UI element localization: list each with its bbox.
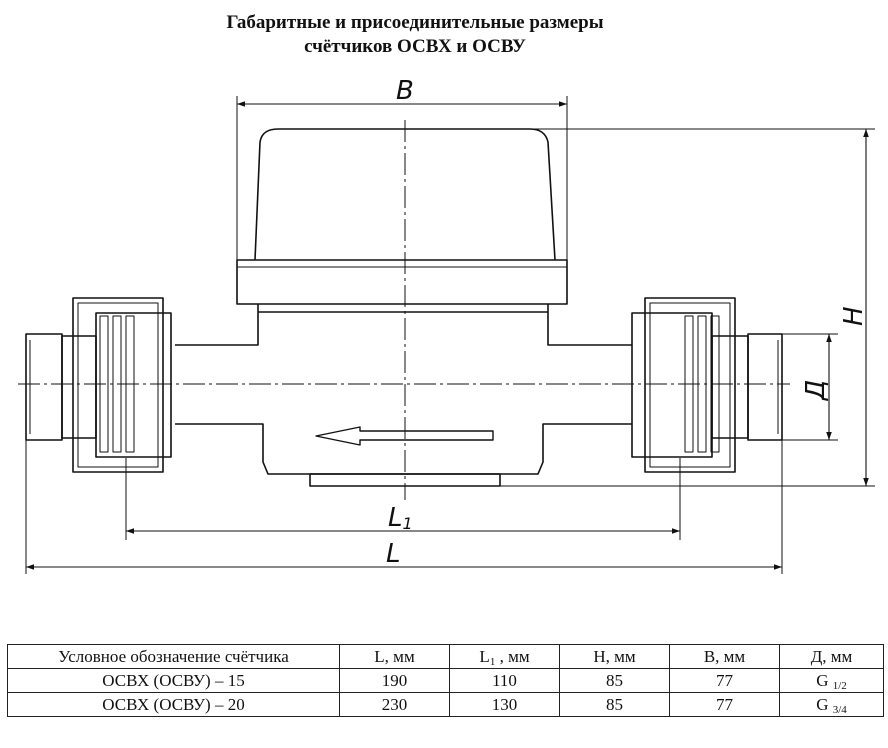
table-header-row: Условное обозначение счётчика L, мм L1 ,… <box>7 644 884 669</box>
label-l1-main: L <box>388 503 403 533</box>
header-cell: Условное обозначение счётчика <box>7 644 340 669</box>
thread-size: 3/4 <box>832 703 847 716</box>
right-union-nut-outer <box>644 297 736 473</box>
label-b: B <box>396 76 414 106</box>
thread-letter: G <box>816 694 829 714</box>
header-text: B, мм <box>703 646 746 666</box>
left-union-nut-outer <box>72 297 164 473</box>
dimensions-table: Условное обозначение счётчика L, мм L1 ,… <box>7 644 884 717</box>
meter-name-cell: ОСВХ (ОСВУ) – 20 <box>7 692 340 717</box>
label-l: L <box>386 539 401 569</box>
header-cell: L, мм <box>339 644 450 669</box>
left-thread-end <box>25 333 63 441</box>
length-l1-cell: 130 <box>449 692 560 717</box>
register-cap <box>254 128 556 261</box>
height-cell: 85 <box>559 692 670 717</box>
height-cell: 85 <box>559 668 670 693</box>
header-cell: H, мм <box>559 644 670 669</box>
thread-cell: G 3/4 <box>779 692 884 717</box>
header-text: L <box>479 646 490 666</box>
table-row: ОСВХ (ОСВУ) – 15 190 110 85 77 G 1/2 <box>7 668 884 693</box>
thread-cell: G 1/2 <box>779 668 884 693</box>
drawing-title-line-1: Габаритные и присоединительные размеры <box>226 12 604 33</box>
width-cell: 77 <box>669 692 780 717</box>
table-row: ОСВХ (ОСВУ) – 20 230 130 85 77 G 3/4 <box>7 692 884 717</box>
length-l1-cell: 110 <box>449 668 560 693</box>
header-cell: L1 , мм <box>449 644 560 669</box>
length-cell: 230 <box>339 692 450 717</box>
length-cell: 190 <box>339 668 450 693</box>
flow-direction-arrow <box>315 426 494 446</box>
label-h: H <box>839 306 869 326</box>
header-text: Условное обозначение счётчика <box>58 646 289 666</box>
width-cell: 77 <box>669 668 780 693</box>
thread-letter: G <box>816 670 829 690</box>
header-subscript: 1 <box>489 655 496 668</box>
cap-ring <box>236 259 568 305</box>
label-d: Д <box>801 380 831 401</box>
thread-size: 1/2 <box>832 679 847 692</box>
header-text: L, мм <box>374 646 415 666</box>
header-text: Д, мм <box>810 646 853 666</box>
drawing-title-line-2: счётчиков ОСВХ и ОСВУ <box>304 36 526 57</box>
header-unit: , мм <box>495 646 530 666</box>
right-thread-end <box>747 333 783 441</box>
header-cell: Д, мм <box>779 644 884 669</box>
label-l1: L1 <box>388 503 413 533</box>
header-text: H, мм <box>593 646 636 666</box>
meter-body <box>175 312 632 475</box>
header-cell: B, мм <box>669 644 780 669</box>
meter-name-cell: ОСВХ (ОСВУ) – 15 <box>7 668 340 693</box>
label-l1-sub: 1 <box>403 514 413 533</box>
meter-dimension-drawing: B H Д L1 L <box>18 76 875 574</box>
